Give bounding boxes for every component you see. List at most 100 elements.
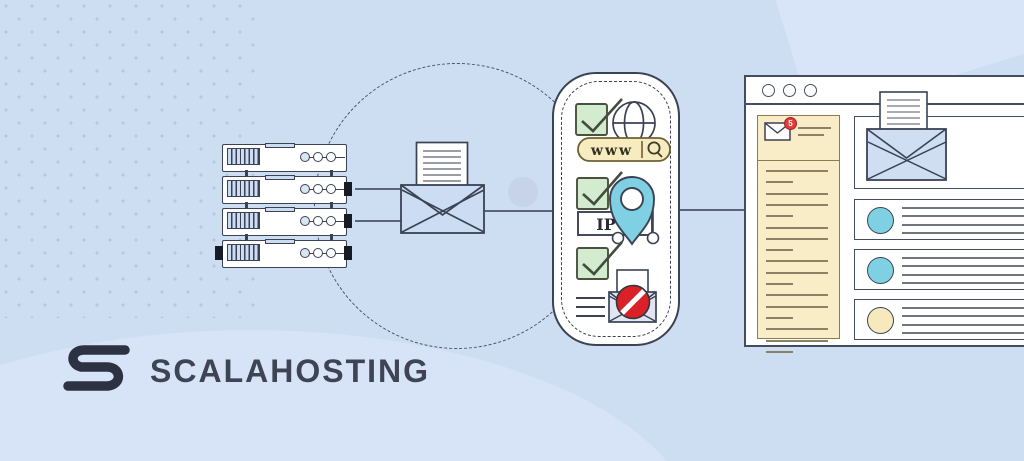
sidebar-menu-line [766,203,828,206]
inbox-item-line [902,231,1024,234]
list-lines-icon [576,297,605,317]
server-led-circle [326,184,336,194]
sidebar-menu-line [766,305,828,308]
filter-panel-graphics [575,98,671,323]
mail-sidebar: 5 [757,115,840,353]
server-led-circle [326,248,336,258]
server-vent-icon [227,180,260,197]
checkmark-icon [582,171,623,206]
sidebar-header-line [798,134,824,136]
unread-badge: 5 [784,117,797,130]
sidebar-header-line [798,127,831,129]
avatar [867,256,894,284]
mail-icon [764,122,791,141]
connector-server-to-envelope-1 [355,188,402,190]
server-vent-icon [227,148,260,165]
server-link-bar [330,234,333,241]
inbox-item-line [902,315,1024,318]
server-led-circle [300,152,310,162]
inbox-item-line [902,273,1024,276]
inbox-item-line [902,223,1024,226]
server-led-circle [313,184,323,194]
server-led-circle [326,152,336,162]
server-link-bar [245,170,248,177]
server-led-circle [313,152,323,162]
server-top-tab [265,143,295,148]
brand-logo-text: SCALAHOSTING [150,352,430,389]
blocked-mail-icon [608,269,657,323]
window-control-circle [804,84,817,97]
open-envelope-icon [866,128,947,181]
www-label: www [590,143,634,159]
server-led-line [303,156,345,159]
sidebar-menu-line [766,170,828,172]
server-vent-icon [227,212,260,229]
inbox-item-line [902,215,1024,218]
node-circle [611,231,625,245]
filter-panel-dashed-border [561,81,671,337]
sidebar-menu-line [766,294,828,297]
server-connector-tab [344,182,352,196]
server-connector-tab [344,214,352,228]
server-stack [214,143,360,270]
filter-panel: www IP [552,72,680,346]
dot-pattern [0,0,258,318]
server-led-circle [300,216,310,226]
sidebar-menu-line [766,283,793,285]
server-top-tab [265,239,295,244]
checkbox-ip [576,177,609,210]
checkbox-domain [575,103,608,136]
server-link-bar [245,202,248,209]
server-unit [222,143,347,172]
sidebar-menu-line [766,181,793,184]
sidebar-menu-line [766,339,828,342]
globe-icon [612,101,656,145]
browser-window: 5 [744,75,1024,353]
server-connector-tab [215,246,223,260]
inbox-item-line [902,307,1024,309]
server-unit [222,207,352,236]
server-link-bar [330,202,333,209]
server-led-circle [313,248,323,258]
checkmark-icon [581,98,623,133]
server-vent-icon [227,244,260,261]
server-unit [215,239,352,268]
server-led-line [303,252,345,255]
window-control-circle [783,84,796,97]
inbox-item-line [902,265,1024,268]
connector-envelope-to-filter [485,210,552,212]
checkmark-icon [582,241,623,276]
server-led-line [303,188,345,191]
server-led-circle [313,216,323,226]
search-bar [577,137,671,162]
sidebar-menu-line [766,316,793,319]
inbox-item-row [854,249,1024,290]
avatar [867,206,894,234]
sidebar-menu-line [766,226,828,229]
inbox-item-line [902,207,1024,209]
inbox-item-line [902,323,1024,326]
server-link-bar [245,234,248,241]
sidebar-menu-line [766,260,828,263]
connector-filter-to-browser [680,209,744,211]
search-icon [647,141,663,158]
server-top-tab [265,175,295,180]
server-top-tab [265,207,295,212]
ip-label: IP [596,215,616,234]
small-circle-decor [508,177,538,207]
sidebar-menu-line [766,271,828,274]
envelope-with-letter-icon [400,141,485,234]
sidebar-menu-line [766,192,828,195]
server-connector-tab [344,246,352,260]
server-unit [222,175,352,204]
server-led-circle [326,216,336,226]
inbox-item-line [902,257,1024,259]
window-control-circle [762,84,775,97]
avatar [867,306,894,334]
brand-logo: SCALAHOSTING [58,336,478,406]
scalahosting-s-mark-icon [63,345,130,391]
inbox-item-row [854,199,1024,240]
sidebar-menu-line [766,237,828,240]
connector-server-to-envelope-2 [355,220,402,222]
